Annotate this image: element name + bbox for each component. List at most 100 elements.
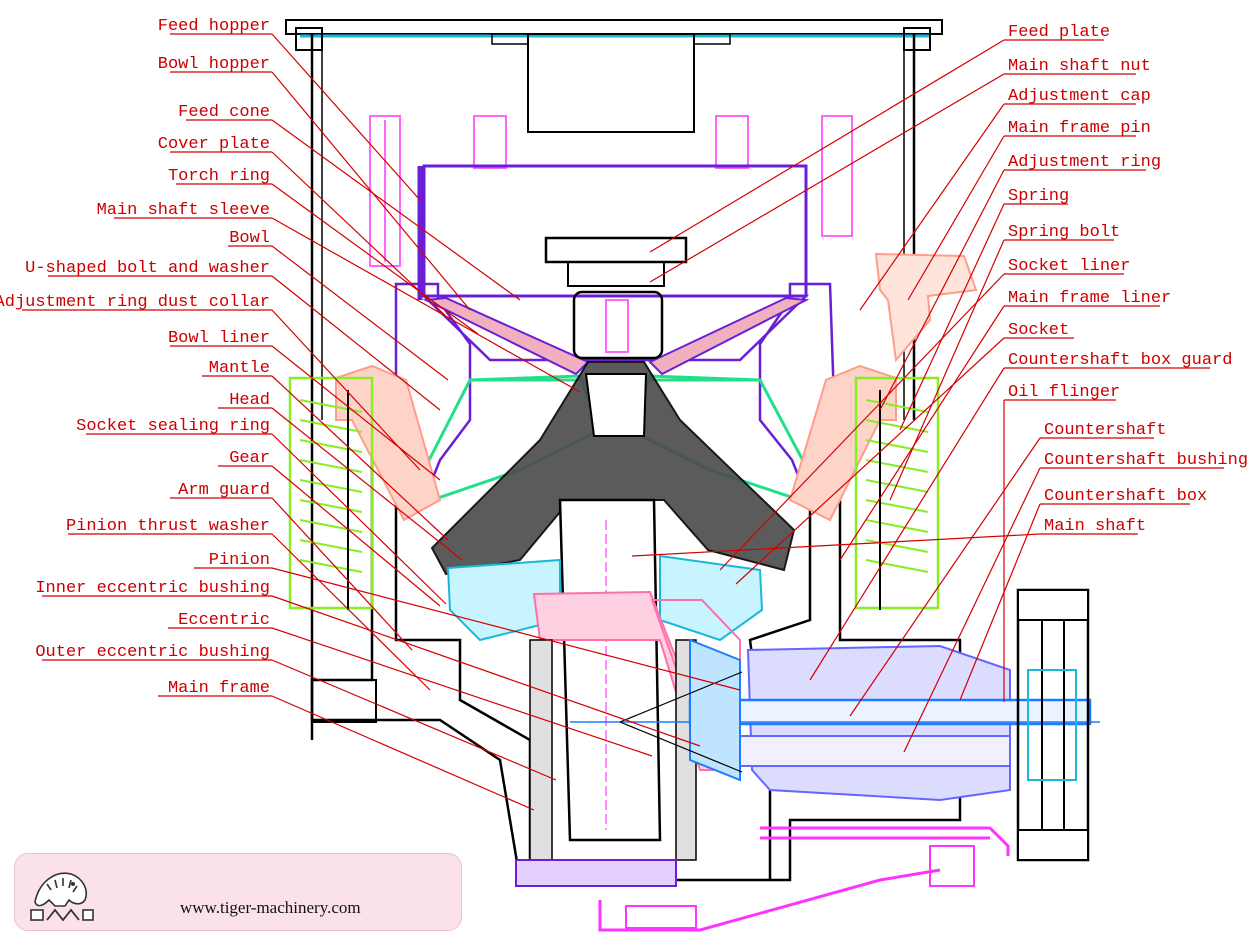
countershaft [688,698,1092,726]
leader-countershaft [849,437,1041,717]
main-frame-liner-left [529,639,553,861]
head [430,361,796,576]
label-bowl-hopper: Bowl hopper [158,55,270,74]
label-cover-plate: Cover plate [158,135,270,154]
socket-right [659,554,764,642]
leader-outer-eccentric-bushing [271,659,557,781]
hopper-bracket-3 [821,115,853,237]
label-bowl-liner: Bowl liner [168,329,270,348]
chute-flange-left [491,33,529,45]
leader-dust-collar [271,309,421,471]
leader-feed-hopper [271,33,421,201]
oil-valve [929,845,975,887]
label-arm-guard: Arm guard [178,481,270,500]
label-oil-flinger: Oil flinger [1008,383,1120,402]
main-shaft-nut [567,261,665,287]
main-shaft-sleeve [572,290,664,360]
leader-socket [735,337,1005,585]
sheave-rim-top [1017,589,1089,621]
label-inner-eccentric-bushing: Inner eccentric bushing [35,579,270,598]
labels-right: Feed plate Main shaft nut Adjustment cap… [1008,23,1248,536]
label-bowl: Bowl [229,229,270,248]
adjustment-ring-left [335,364,442,522]
label-torch-ring: Torch ring [168,167,270,186]
leader-pinion [271,567,741,691]
label-main-frame: Main frame [168,679,270,698]
hopper-bracket-1 [473,115,507,169]
top-right-bolt [903,27,931,51]
label-countershaft: Countershaft [1044,421,1166,440]
label-main-frame-liner: Main frame liner [1008,289,1171,308]
label-main-frame-pin: Main frame pin [1008,119,1151,138]
leader-bowl-hopper [271,71,471,311]
bowl-hopper-cone [420,294,810,362]
torch-ring-right [648,296,810,376]
leader-bowl [271,245,449,381]
leader-socket-liner [719,273,1005,571]
chute-flange-right [693,33,731,45]
label-pinion: Pinion [209,551,270,570]
pinion [689,638,741,782]
leader-torch-ring [271,183,479,335]
sheave-rim-bottom [1017,829,1089,861]
leader-main-frame [271,695,535,811]
socket-left [446,558,561,642]
leader-spring [899,203,1005,431]
label-eccentric: Eccentric [178,611,270,630]
leader-pinion-thrust-washer [271,533,431,691]
oil-pipe-lower [598,868,941,932]
label-main-shaft-nut: Main shaft nut [1008,57,1151,76]
label-main-shaft: Main shaft [1044,517,1146,536]
label-u-shaped-bolt: U-shaped bolt and washer [25,259,270,278]
main-shaft-sleeve-pin [605,299,629,353]
label-spring: Spring [1008,187,1069,206]
brand-panel: www.tiger-machinery.com [14,853,462,931]
oil-pipe-upper [760,826,1010,856]
label-countershaft-box: Countershaft box [1044,487,1207,506]
label-feed-cone: Feed cone [178,103,270,122]
label-main-shaft-sleeve: Main shaft sleeve [97,201,270,220]
adjustment-ring-right [788,364,897,522]
label-countershaft-box-guard: Countershaft box guard [1008,351,1232,370]
torch-ring-left [422,296,590,376]
leader-main-shaft [631,533,1041,557]
leader-arm-guard [271,497,413,651]
pinion-tooth-line-1 [619,671,743,723]
tiger-logo-icon [30,872,94,922]
feed-plate [544,236,688,264]
leader-socket-sealing-ring [271,433,447,605]
website-url[interactable]: www.tiger-machinery.com [180,898,361,917]
labels-left: Feed hopper Bowl hopper Feed cone Cover … [0,17,270,698]
leader-gear [271,465,441,607]
label-gear: Gear [229,449,270,468]
leader-countershaft-bushing [903,467,1041,753]
label-mantle: Mantle [209,359,270,378]
label-head: Head [229,391,270,410]
bottom-cover [515,859,677,887]
leader-adjustment-ring [879,169,1005,411]
countershaft-bushing [739,735,1011,767]
label-outer-eccentric-bushing: Outer eccentric bushing [35,643,270,662]
main-shaft-upper [584,373,648,437]
leader-countershaft-box [959,503,1041,701]
feed-hopper-top-beam [285,19,943,35]
label-feed-hopper: Feed hopper [158,17,270,36]
label-adjustment-ring: Adjustment ring [1008,153,1161,172]
label-dust-collar: Adjustment ring dust collar [0,293,270,312]
spring-left [288,376,374,610]
label-adjustment-cap: Adjustment cap [1008,87,1151,106]
label-socket-sealing-ring: Socket sealing ring [76,417,270,436]
leader-main-shaft-sleeve [271,217,581,393]
hopper-bracket-2 [715,115,749,169]
crusher-cross-section [285,19,1100,932]
leader-bowl-liner [271,345,441,481]
leader-u-shaped-bolt [271,275,441,411]
leader-feed-plate [649,39,1005,253]
label-countershaft-bushing: Countershaft bushing [1044,451,1248,470]
leader-head [271,407,463,561]
leader-feed-cone [271,119,521,301]
oil-fitting [625,905,697,929]
leader-eccentric [271,627,653,757]
label-spring-bolt: Spring bolt [1008,223,1120,242]
